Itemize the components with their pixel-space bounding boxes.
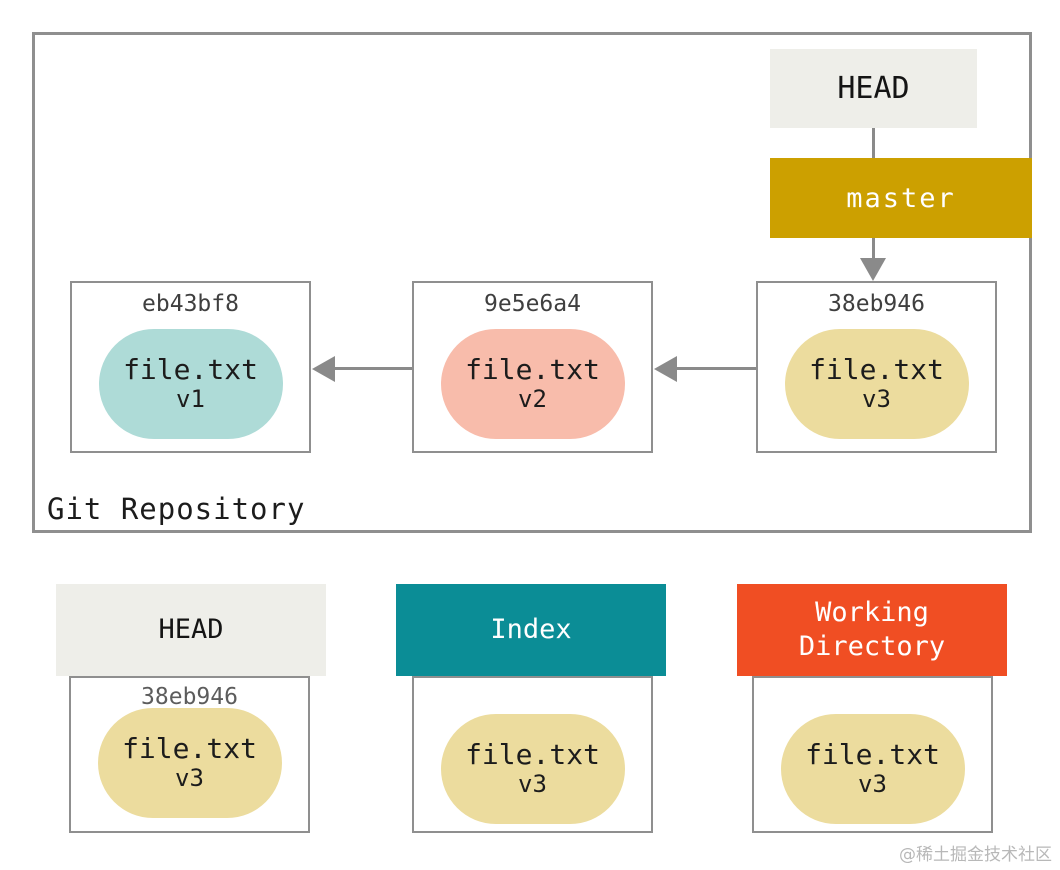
file-version: v3	[858, 770, 887, 799]
commit2-to-commit1-arrowhead-icon	[312, 356, 335, 382]
head-area-header: HEAD	[56, 584, 326, 676]
git-repository-label: Git Repository	[47, 492, 306, 526]
commit-hash: 9e5e6a4	[484, 291, 581, 317]
file-version: v3	[175, 764, 204, 793]
commit-hash: eb43bf8	[142, 291, 239, 317]
head-area-label: HEAD	[158, 614, 224, 646]
working-directory-area-header: Working Directory	[737, 584, 1007, 676]
head-pointer-box: HEAD	[770, 49, 977, 128]
master-branch-label: master	[846, 182, 956, 214]
file-name: file.txt	[809, 353, 944, 387]
file-name: file.txt	[465, 738, 600, 772]
commit-box-2: 9e5e6a4 file.txt v2	[412, 281, 653, 453]
head-area-file-blob: file.txt v3	[97, 708, 282, 818]
file-version: v3	[518, 770, 547, 799]
file-name: file.txt	[805, 738, 940, 772]
commit-box-1: eb43bf8 file.txt v1	[70, 281, 311, 453]
file-version: v1	[176, 385, 205, 414]
index-area-label: Index	[490, 614, 572, 646]
file-version: v2	[518, 385, 547, 414]
head-to-master-connector	[872, 128, 875, 158]
working-directory-area-content-box: file.txt v3	[752, 676, 993, 833]
index-area-header: Index	[396, 584, 666, 676]
head-area-content-box: 38eb946 file.txt v3	[69, 676, 310, 833]
commit3-to-commit2-line	[675, 367, 756, 370]
file-blob-v2: file.txt v2	[440, 329, 625, 439]
watermark-text: @稀土掘金技术社区	[899, 845, 1052, 865]
index-area-content-box: file.txt v3	[412, 676, 653, 833]
working-directory-file-blob: file.txt v3	[780, 714, 965, 824]
commit3-to-commit2-arrowhead-icon	[654, 356, 677, 382]
master-to-commit-arrowhead-icon	[860, 258, 886, 281]
master-branch-box: master	[770, 158, 1032, 238]
commit2-to-commit1-line	[333, 367, 412, 370]
index-area-file-blob: file.txt v3	[440, 714, 625, 824]
file-version: v3	[862, 385, 891, 414]
file-blob-v3: file.txt v3	[784, 329, 969, 439]
head-area-commit-hash: 38eb946	[141, 684, 238, 710]
commit-hash: 38eb946	[828, 291, 925, 317]
head-pointer-label: HEAD	[837, 71, 910, 106]
commit-box-3: 38eb946 file.txt v3	[756, 281, 997, 453]
file-name: file.txt	[465, 353, 600, 387]
file-name: file.txt	[122, 732, 257, 766]
master-to-commit-line	[872, 238, 875, 259]
file-name: file.txt	[123, 353, 258, 387]
working-directory-area-label: Working Directory	[798, 597, 946, 662]
file-blob-v1: file.txt v1	[98, 329, 283, 439]
